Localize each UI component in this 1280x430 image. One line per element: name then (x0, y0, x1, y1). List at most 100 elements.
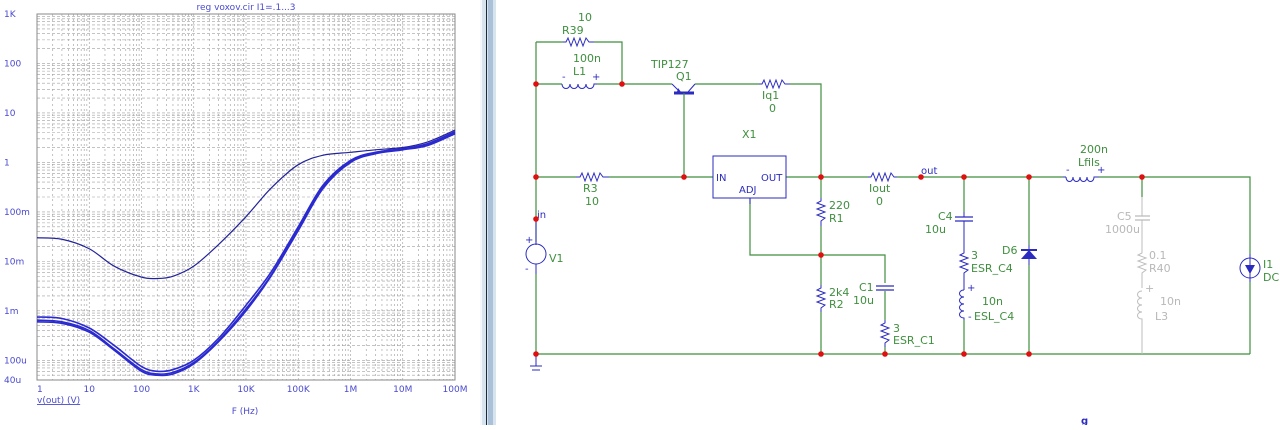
junction-dot (818, 351, 824, 357)
R40-name: R40 (1149, 262, 1171, 275)
L3-plus: + (1145, 282, 1154, 295)
inductor-L3-disabled[interactable]: + 10n L3 (1137, 282, 1181, 354)
x-tick-label: 10 (84, 385, 96, 395)
L1-minus: - (562, 72, 566, 83)
D6-name: D6 (1002, 244, 1017, 257)
voltage-source-V1[interactable]: + - V1 (525, 219, 564, 275)
junction-dot (533, 81, 539, 87)
C5-name: C5 (1117, 210, 1132, 223)
resistor-Iout[interactable]: Iout 0 (868, 171, 897, 208)
splitter-edge (480, 0, 482, 425)
series-line-4 (36, 133, 456, 377)
plot-grid (36, 14, 455, 381)
inductor-L1[interactable]: - + 100n L1 (561, 52, 601, 89)
x-tick-label: 1 (37, 385, 43, 395)
V1-minus: - (525, 264, 529, 275)
splitter-grip (488, 0, 493, 425)
y-tick-label: 1 (4, 158, 10, 168)
resistor-Iq1[interactable]: Iq1 0 (759, 78, 790, 115)
trace-label[interactable]: v(out) (V) (37, 396, 80, 406)
ESL_C4-value: 10n (982, 295, 1003, 308)
X1-name: X1 (742, 128, 757, 141)
series-line-3 (36, 131, 456, 375)
ESR_C4-name: ESR_C4 (971, 262, 1013, 275)
X1-pin-adj: ADJ (739, 185, 757, 196)
junction-dot (1026, 351, 1032, 357)
junction-dot (918, 174, 924, 180)
R3-value: 10 (585, 195, 599, 208)
junction-dot (818, 252, 824, 258)
C4-name: C4 (938, 210, 953, 223)
Iq1-name: Iq1 (762, 89, 779, 102)
Lfils-value: 200n (1080, 143, 1108, 156)
diode-D6[interactable]: D6 (1002, 244, 1037, 265)
wires (535, 41, 1251, 355)
I1-name: I1 (1263, 258, 1273, 271)
junction-dot (533, 174, 539, 180)
transistor-Q1[interactable]: TIP127 Q1 (650, 58, 696, 98)
small-marker-glyph: g (1081, 416, 1088, 425)
y-tick-label: 40u (4, 376, 21, 386)
ESL_C4-minus: - (968, 312, 972, 323)
Iout-value: 0 (876, 195, 883, 208)
plot-title: reg voxov.cir I1=.1...3 (196, 3, 295, 13)
Q1-name: Q1 (676, 70, 692, 83)
x-tick-label: 10M (393, 385, 412, 395)
x-axis-title: F (Hz) (232, 407, 259, 417)
x-tick-label: 100M (443, 385, 468, 395)
pane-splitter[interactable] (480, 0, 496, 425)
L1-name: L1 (573, 65, 586, 78)
current-source-I1[interactable]: I1 DC (1239, 254, 1279, 284)
plot-series (36, 129, 456, 377)
y-tick-label: 10m (4, 257, 24, 267)
C1-value: 10u (853, 294, 874, 307)
Q1-value: TIP127 (650, 58, 689, 71)
L3-name: L3 (1155, 310, 1168, 323)
junction-dot (533, 351, 539, 357)
Lfils-plus: + (1097, 165, 1105, 176)
resistor-ESR-C1[interactable]: 3 ESR_C1 (879, 320, 935, 347)
junction-dot (533, 216, 539, 222)
inductor-ESL-C4[interactable]: + - 10n ESL_C4 (959, 283, 1015, 323)
resistor-R3[interactable]: R3 10 (576, 171, 609, 208)
schematic-pane: 10 R39 - + 100n L1 TIP127 Q1 Iq1 0 (496, 0, 1280, 427)
y-tick-label: 100u (4, 356, 27, 366)
resistor-R39[interactable]: 10 R39 (562, 11, 594, 48)
ESR_C1-value: 3 (893, 322, 900, 335)
capacitor-C4[interactable]: C4 10u (925, 210, 973, 250)
C4-value: 10u (925, 223, 946, 236)
junction-dot (1139, 174, 1145, 180)
y-tick-label: 100m (4, 208, 30, 218)
Iout-name: Iout (869, 182, 891, 195)
V1-name: V1 (549, 252, 564, 265)
resistor-R1[interactable]: 220 R1 (815, 198, 850, 226)
x-tick-label: 100 (133, 385, 150, 395)
C1-name: C1 (859, 281, 874, 294)
regulator-X1[interactable]: X1 IN OUT ADJ (712, 128, 787, 204)
schematic: 10 R39 - + 100n L1 TIP127 Q1 Iq1 0 (525, 11, 1279, 427)
junction-dot (619, 81, 625, 87)
resistor-ESR-C4[interactable]: 3 ESR_C4 (958, 249, 1013, 283)
y-tick-label: 10 (4, 109, 16, 119)
resistor-R40-disabled[interactable]: 0.1 R40 (1136, 249, 1171, 288)
capacitor-C1[interactable]: C1 10u (853, 281, 894, 307)
X1-pin-in: IN (716, 173, 726, 184)
splitter-line (486, 0, 487, 425)
bode-plot: reg voxov.cir I1=.1...3 1K 100 10 1 100m 10m 1… (4, 3, 467, 417)
inductor-Lfils[interactable]: - + 200n Lfils (1063, 143, 1108, 182)
capacitor-C5-disabled[interactable]: C5 1000u (1105, 197, 1150, 250)
R3-name: R3 (583, 182, 598, 195)
ESR_C4-value: 3 (971, 249, 978, 262)
series-line-1 (36, 129, 456, 280)
Lfils-minus: - (1066, 165, 1070, 176)
R40-value: 0.1 (1149, 249, 1167, 262)
plot-pane: reg voxov.cir I1=.1...3 1K 100 10 1 100m 10m 1… (0, 0, 480, 425)
V1-plus: + (525, 235, 533, 246)
resistor-R2[interactable]: 2k4 R2 (815, 285, 849, 312)
Iq1-value: 0 (769, 102, 776, 115)
ESR_C1-name: ESR_C1 (893, 334, 935, 347)
junction-dot (961, 174, 967, 180)
x-tick-label: 1K (188, 385, 201, 395)
